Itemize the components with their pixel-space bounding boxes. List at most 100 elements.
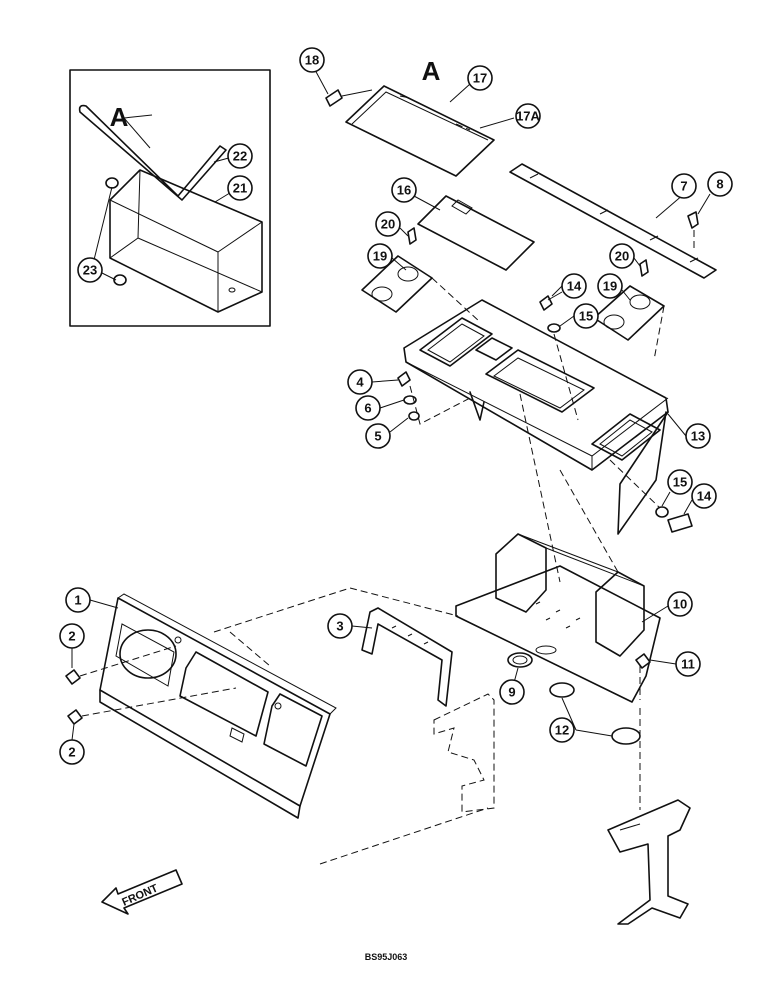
svg-text:5: 5 [374,429,381,444]
svg-text:8: 8 [716,177,723,192]
screw-4 [397,371,411,387]
grommet-12-upper [549,682,575,698]
callout-20-left: 20 [375,211,401,237]
callout-21: 21 [227,175,253,201]
svg-text:10: 10 [673,597,687,612]
callout-14-lower: 14 [691,483,717,509]
callout-15-lower: 15 [667,469,693,495]
screw-2-upper [65,669,81,685]
svg-text:17A: 17A [516,109,540,124]
callout-9: 9 [499,679,525,705]
svg-text:19: 19 [603,279,617,294]
speaker-left [361,227,481,323]
lower-bolt-set [609,459,693,533]
svg-text:7: 7 [680,179,687,194]
callout-11: 11 [675,651,701,677]
callout-8: 8 [707,171,733,197]
bracket-part [361,607,453,707]
svg-text:15: 15 [579,309,593,324]
callout-7: 7 [671,173,697,199]
svg-text:16: 16 [397,183,411,198]
grommet-upper [105,177,119,189]
callout-3: 3 [327,613,353,639]
insulation-pad [413,195,535,271]
callout-20-right: 20 [609,243,635,269]
screw-20-right [639,259,649,277]
trim-rail [509,163,717,279]
callout-17: 17 [467,65,493,91]
svg-text:15: 15 [673,475,687,490]
svg-text:19: 19 [373,249,387,264]
svg-text:20: 20 [381,217,395,232]
front-panel [65,593,337,819]
console-frame [455,533,677,745]
speaker-right [593,257,665,361]
grommet-12-lower [611,727,641,745]
machine-body-outline [213,393,691,925]
callout-2-upper: 2 [59,623,85,649]
bolt-18 [325,89,343,107]
callout-22: 22 [227,143,253,169]
washer-15-upper [547,323,561,333]
svg-text:13: 13 [691,429,705,444]
front-arrow-icon [101,869,183,915]
svg-text:2: 2 [68,629,75,644]
drawing-code: BS95J063 [365,952,408,962]
svg-text:11: 11 [681,657,695,672]
top-cover-part [345,85,495,177]
inset-view-letter: A [110,102,129,132]
callout-4: 4 [347,369,373,395]
callout-2-lower: 2 [59,739,85,765]
upper-bolt-set [539,285,579,421]
bent-rod-part [78,104,227,201]
screw-2-lower [67,709,83,725]
screw-20-left [407,227,417,245]
bolt-11 [635,653,651,669]
svg-text:3: 3 [336,619,343,634]
console-panel-part [403,299,669,471]
console-panel [371,299,687,535]
callout-10: 10 [667,591,693,617]
callout-16: 16 [391,177,417,203]
detail-inset-a: A [69,69,271,327]
callout-5: 5 [365,423,391,449]
support-pillar-part [607,799,691,925]
top-cover-assembly: A [313,56,515,177]
svg-text:18: 18 [305,53,319,68]
callout-14-upper: 14 [561,273,587,299]
bolt-14-lower [667,513,693,533]
svg-text:12: 12 [555,723,569,738]
grommet-lower [113,274,127,286]
trim-rail-part [509,163,717,279]
callout-1: 1 [65,587,91,613]
callout-13: 13 [685,423,711,449]
callout-17a: 17A [515,103,541,129]
callout-19-right: 19 [597,273,623,299]
svg-text:23: 23 [83,263,97,278]
svg-text:1: 1 [74,593,81,608]
svg-text:14: 14 [697,489,712,504]
grommet-9 [507,652,533,668]
svg-text:22: 22 [233,149,247,164]
svg-text:9: 9 [508,685,515,700]
cover-view-letter: A [422,56,441,86]
front-direction-arrow: FRONT [101,869,183,915]
front-label: FRONT [120,882,160,908]
console-frame-part [455,565,661,703]
insulation-pad-part [417,195,535,271]
svg-text:2: 2 [68,745,75,760]
svg-text:6: 6 [364,401,371,416]
washer-15-lower [655,506,669,518]
callout-18: 18 [299,47,325,73]
screw-8 [687,211,699,229]
callout-6: 6 [355,395,381,421]
nut-5 [408,411,420,421]
bolt-14-upper [539,295,553,311]
svg-text:20: 20 [615,249,629,264]
svg-text:17: 17 [473,71,487,86]
callout-19-left: 19 [367,243,393,269]
svg-text:4: 4 [356,375,364,390]
callout-23: 23 [77,257,103,283]
callout-15-upper: 15 [573,303,599,329]
